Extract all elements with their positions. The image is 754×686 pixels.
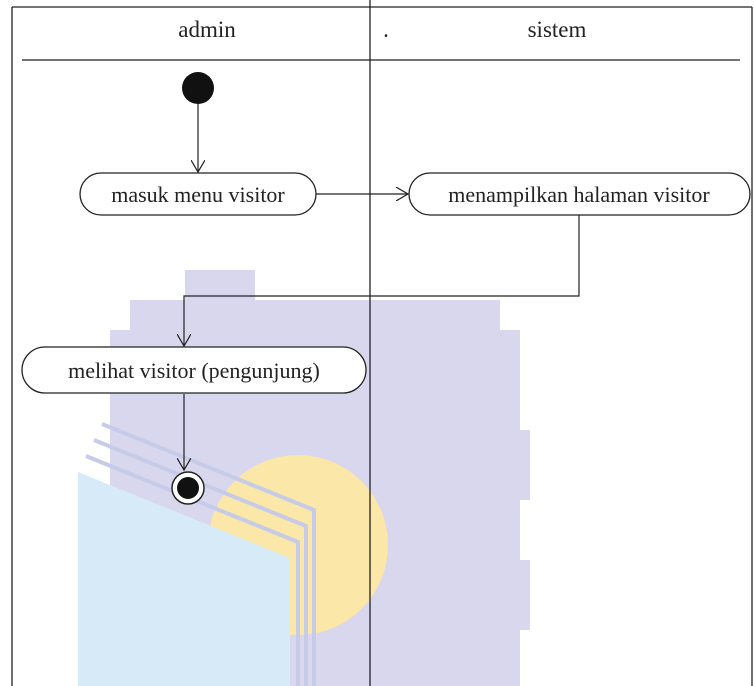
swimlane-frame bbox=[11, 0, 753, 686]
watermark-book-icon bbox=[78, 422, 316, 686]
lane-marker: . bbox=[383, 17, 389, 42]
final-node bbox=[171, 471, 205, 505]
watermark-logo bbox=[78, 270, 530, 686]
activity-label-masuk: masuk menu visitor bbox=[111, 182, 285, 207]
initial-node bbox=[182, 72, 214, 104]
activity-label-menampilkan: menampilkan halaman visitor bbox=[448, 182, 710, 207]
activity-label-melihat: melihat visitor (pengunjung) bbox=[68, 358, 320, 383]
flow-menampilkan-to-melihat bbox=[184, 214, 580, 346]
lane-title-sistem: sistem bbox=[528, 17, 587, 42]
activity-melihat-visitor: melihat visitor (pengunjung) bbox=[21, 346, 367, 394]
activity-masuk-menu-visitor: masuk menu visitor bbox=[79, 172, 317, 216]
activity-menampilkan-halaman-visitor: menampilkan halaman visitor bbox=[408, 172, 751, 216]
lane-title-admin: admin bbox=[178, 17, 236, 42]
